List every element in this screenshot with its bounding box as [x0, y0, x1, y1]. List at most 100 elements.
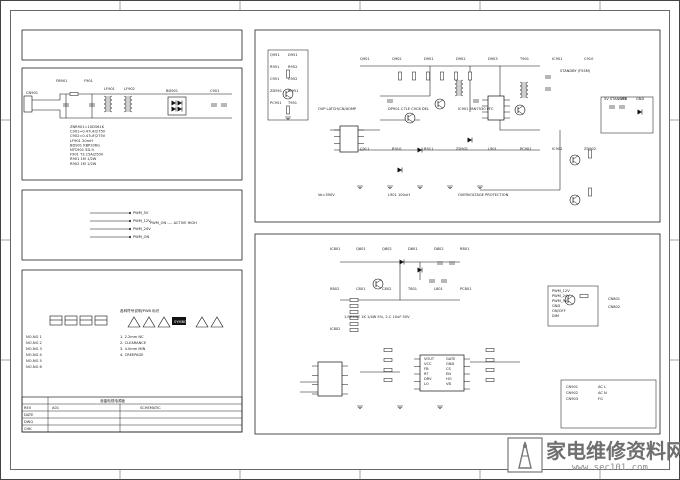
resistor [383, 348, 393, 352]
schematic-label: C910 [584, 57, 594, 61]
capacitor [609, 105, 615, 109]
schematic-label: ZD901 [456, 147, 468, 151]
schematic-label: VB [446, 382, 451, 386]
output-connector-box [547, 285, 599, 327]
schematic-label: IC801 [330, 247, 340, 251]
schematic-label: PWM_ON ---- ACTIVE HIGH [150, 221, 197, 225]
resistor [440, 71, 444, 81]
schematic-label: R951 [270, 65, 279, 69]
legend-symbols: SYMBOL 各种符号说明/PWB 标识 [49, 308, 224, 328]
capacitor [545, 75, 551, 79]
ground-symbol [417, 185, 423, 189]
schematic-label: F901 [84, 79, 93, 83]
schematic-label: L801 [434, 287, 443, 291]
component-layer [23, 69, 643, 409]
schematic-label: RT [424, 372, 429, 376]
schematic-label: IC901 FAN7530 PFC [458, 107, 494, 111]
resistor [579, 294, 589, 298]
resistor [349, 304, 359, 308]
capacitor [449, 261, 455, 265]
title-block: 液晶电视电源板 REV DATE DWG CHK A01 SCHEMATIC [21, 396, 243, 433]
rail-label: PWM_5V [133, 211, 149, 215]
transformer [454, 79, 464, 97]
schematic-label: R901 1M 1/2W [70, 157, 97, 161]
ground-symbol [285, 116, 291, 120]
schematic-label: VCC [424, 362, 432, 366]
ground-symbol [357, 185, 363, 189]
pwm-box [254, 233, 661, 435]
ground-symbol [447, 185, 453, 189]
schematic-label: F901 T3.15A/250V [70, 153, 104, 157]
schematic-label: OVP LATCH/CN/AOMP [318, 107, 357, 111]
diode [397, 167, 403, 173]
wire-layer [30, 65, 561, 393]
schematic-label: R952 [288, 65, 297, 69]
schematic-label: R910 [392, 147, 402, 151]
schematic-label: PWM_24V [552, 294, 570, 298]
schematic-label: Vo=390V [318, 193, 335, 197]
resistor [349, 310, 359, 314]
resistor [485, 378, 495, 382]
resistor [349, 322, 359, 326]
transistor [514, 104, 526, 116]
resistor [349, 298, 359, 302]
resistor [383, 358, 393, 362]
schematic-label: ZD951 [270, 89, 282, 93]
title-row-2: DWG [24, 420, 33, 424]
schematic-label: FB [424, 367, 429, 371]
schematic-label: CN901 [26, 91, 38, 95]
schematic-label: T901 [519, 57, 529, 61]
schematic-label: C901 [210, 89, 219, 93]
diode [637, 109, 643, 115]
resistor [454, 71, 458, 81]
schematic-label: CN801 [608, 297, 620, 301]
rail-node [129, 212, 131, 214]
schematic-label: T951 [287, 101, 297, 105]
schematic-label: GND [446, 362, 454, 366]
capacitor [441, 279, 447, 283]
schematic-label: DP901 C7LE C9C8 DEL [388, 107, 429, 111]
schematic-label: LF902 [124, 87, 135, 91]
schematic-label: C802 [382, 287, 391, 291]
transistor [434, 98, 446, 110]
inner-frame [10, 10, 670, 470]
schematic-label: NO-NG 1 [26, 335, 42, 339]
schematic-label: NTC901 5D-9 [70, 148, 95, 152]
schematic-label: R902 1M 1/2W [70, 162, 97, 166]
schematic-label: L901 [488, 147, 497, 151]
schematic-label: DRV [424, 377, 432, 381]
schematic-label: Q901 [360, 57, 370, 61]
schematic-label: LO [424, 382, 429, 386]
schematic-label: Q802 [382, 247, 392, 251]
schematic-label: OVERVOLTAGE PROTECTION [458, 193, 509, 197]
bottom-right-box [560, 379, 657, 429]
schematic-label: HO [446, 377, 452, 381]
rail-node [129, 236, 131, 238]
rail-label: PWM_12V [133, 219, 151, 223]
title-footer: SCHEMATIC [140, 406, 161, 410]
schematic-label: GATE [446, 357, 456, 361]
schematic-label: D801 [408, 247, 418, 251]
resistor [383, 368, 393, 372]
transformer [123, 95, 133, 113]
resistor [468, 71, 472, 81]
schematic-label: R802 [330, 287, 339, 291]
integrated-circuit [334, 125, 364, 153]
watermark-name: 家电维修资料网 [546, 439, 680, 463]
transistor [564, 294, 576, 306]
schematic-label: ZNR901=10D561K [70, 125, 105, 129]
transformer [519, 81, 529, 99]
schematic-label: 5V STANDBY [604, 97, 627, 101]
schematic-label: NO-NG 2 [26, 341, 42, 345]
schematic-label: 1.RESIST 1K 1/4W 5%, 2.C 10uF 50V [344, 315, 410, 319]
schematic-label: C951 [270, 77, 279, 81]
schematic-label: LF901 [104, 87, 115, 91]
schematic-label: LF901 20mH [70, 139, 93, 143]
rail-node [129, 220, 131, 222]
schematic-label: BD901 KBP206G [70, 143, 100, 147]
diode [171, 106, 177, 112]
schematic-label: PC951 [270, 101, 282, 105]
ground-symbol [387, 185, 393, 189]
schematic-label: 4. CREEPAGE [120, 353, 144, 357]
